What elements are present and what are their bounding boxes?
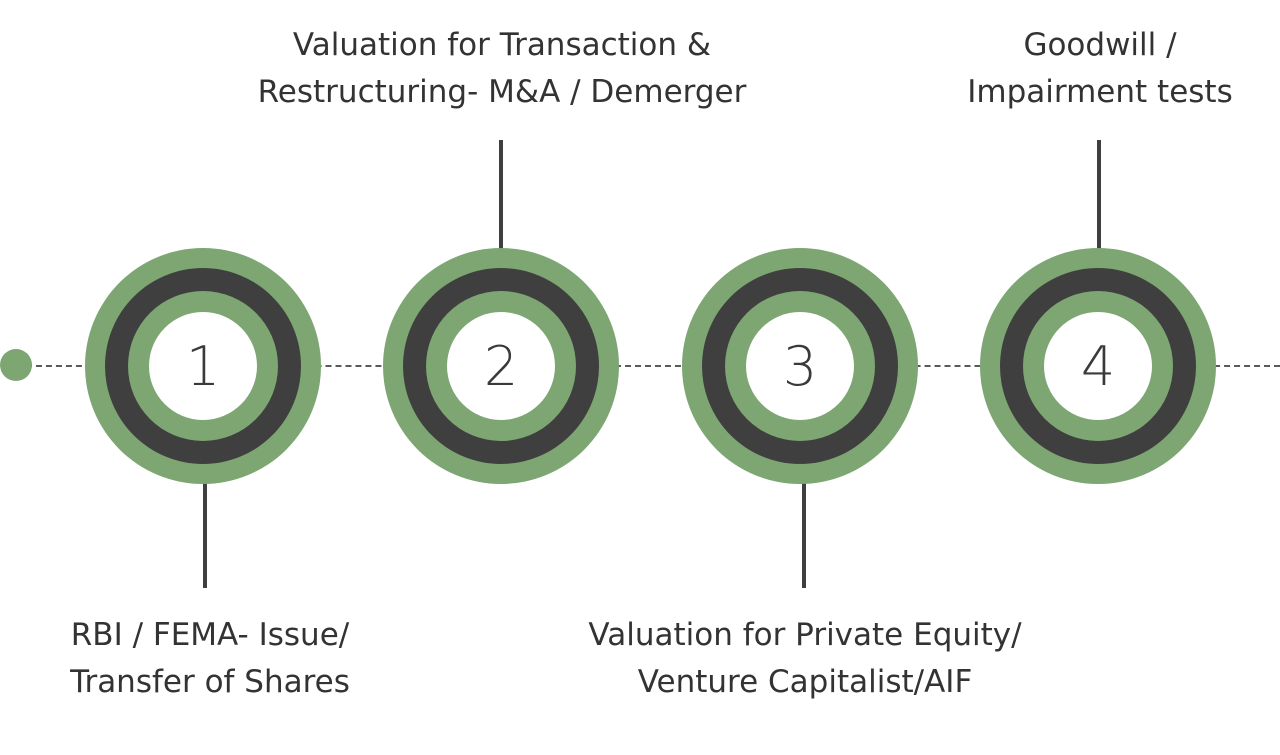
step-label-line: Valuation for Transaction & <box>292 27 712 63</box>
step-number: 3 <box>746 312 854 420</box>
timeline-dashed-line <box>16 365 1280 367</box>
step-number: 1 <box>149 312 257 420</box>
step-label-line: Impairment tests <box>967 74 1233 110</box>
step-label-2: Valuation for Transaction & Restructurin… <box>230 22 774 116</box>
step-number: 2 <box>447 312 555 420</box>
connector-step-3 <box>802 482 806 588</box>
connector-step-4 <box>1097 140 1101 250</box>
step-label-line: RBI / FEMA- Issue/ <box>70 617 350 653</box>
step-label-line: Transfer of Shares <box>70 664 350 700</box>
step-circle-2: 2 <box>383 248 619 484</box>
step-label-line: Goodwill / <box>1023 27 1177 63</box>
step-label-line: Venture Capitalist/AIF <box>637 664 973 700</box>
step-label-line: Restructuring- M&A / Demerger <box>257 74 747 110</box>
timeline-start-dot <box>0 349 32 381</box>
step-number: 4 <box>1044 312 1152 420</box>
step-label-4: Goodwill / Impairment tests <box>930 22 1270 116</box>
step-label-3: Valuation for Private Equity/ Venture Ca… <box>560 612 1050 706</box>
connector-step-1 <box>203 482 207 588</box>
step-circle-3: 3 <box>682 248 918 484</box>
step-label-1: RBI / FEMA- Issue/ Transfer of Shares <box>20 612 400 706</box>
connector-step-2 <box>499 140 503 250</box>
step-label-line: Valuation for Private Equity/ <box>588 617 1022 653</box>
step-circle-4: 4 <box>980 248 1216 484</box>
step-circle-1: 1 <box>85 248 321 484</box>
